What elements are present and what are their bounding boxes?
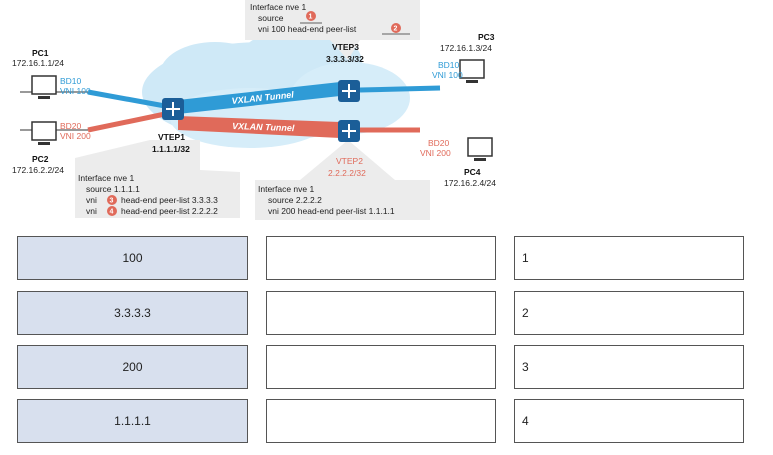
slot-number: 4: [522, 414, 529, 428]
drop-target-1[interactable]: [266, 236, 496, 280]
vtep2-config-line3: vni 200 head-end peer-list 1.1.1.1: [268, 206, 395, 216]
drop-target-2[interactable]: [266, 291, 496, 335]
option-1-1-1-1[interactable]: 1.1.1.1: [17, 399, 248, 443]
pc3-ip: 172.16.1.3/24: [440, 43, 492, 53]
vtep1-config-line4-a: vni: [86, 206, 97, 216]
slot-label-4: 4: [514, 399, 744, 443]
pc4-bd: BD20: [428, 138, 450, 148]
slot-number: 1: [522, 251, 529, 265]
pc3-bd: BD10: [438, 60, 460, 70]
tunnel-label-red: VXLAN Tunnel: [232, 121, 295, 133]
pc2-icon: [31, 121, 57, 145]
link-vtep3-pc3: [359, 85, 441, 93]
pc4-ip: 172.16.2.4/24: [444, 178, 496, 188]
pc1-ip: 172.16.1.1/24: [12, 58, 64, 68]
drop-target-3[interactable]: [266, 345, 496, 389]
vtep3-config-line3: vni 100 head-end peer-list: [258, 24, 357, 34]
badge-4: [107, 206, 117, 216]
pc2-vni: VNI 200: [60, 131, 91, 141]
vtep1-name: VTEP1: [158, 132, 185, 142]
callout-bg-vtep2: [255, 140, 430, 220]
option-100[interactable]: 100: [17, 236, 248, 280]
pc2-name: PC2: [32, 154, 49, 164]
vxlan-tunnel-red: [178, 116, 340, 138]
vtep2-name: VTEP2: [336, 156, 363, 166]
slot-number: 2: [522, 306, 529, 320]
vtep2-config-line2: source 2.2.2.2: [268, 195, 322, 205]
network-diagram: VXLAN Tunnel VXLAN Tunnel PC1 172.16.1.1…: [12, 0, 496, 220]
option-200[interactable]: 200: [17, 345, 248, 389]
vtep1-config-line1: Interface nve 1: [78, 173, 135, 183]
vtep1-config-line3-b: head-end peer-list 3.3.3.3: [121, 195, 218, 205]
pc1-name: PC1: [32, 48, 49, 58]
pc1-icon: [31, 75, 57, 99]
vxlan-tunnel-blue: [178, 82, 340, 114]
vtep3-config-line1: Interface nve 1: [250, 2, 307, 12]
badge-3: [107, 195, 117, 205]
vtep2-switch-icon: [338, 120, 360, 142]
pc4-icon: [467, 137, 493, 161]
pc2-bd: BD20: [60, 121, 82, 131]
callout-bg-vtep3: [245, 0, 420, 60]
badge-2-text: 2: [394, 26, 398, 33]
vtep1-config-line3-a: vni: [86, 195, 97, 205]
badge-3-text: 3: [110, 198, 114, 205]
badge-1: [306, 11, 316, 21]
pc3-name: PC3: [478, 32, 495, 42]
pc3-vni: VNI 100: [432, 70, 463, 80]
vtep2-ip: 2.2.2.2/32: [328, 168, 366, 178]
vtep3-config-line2: source: [258, 13, 284, 23]
slot-label-2: 2: [514, 291, 744, 335]
vtep1-switch-icon: [162, 98, 184, 120]
vtep1-config-line4-b: head-end peer-list 2.2.2.2: [121, 206, 218, 216]
pc1-vni: VNI 100: [60, 86, 91, 96]
pc4-vni: VNI 200: [420, 148, 451, 158]
vtep1-config-line2: source 1.1.1.1: [86, 184, 140, 194]
pc1-bd: BD10: [60, 76, 82, 86]
slot-label-1: 1: [514, 236, 744, 280]
pc2-ip: 172.16.2.2/24: [12, 165, 64, 175]
slot-number: 3: [522, 360, 529, 374]
link-pc2-vtep1: [87, 111, 166, 133]
badge-1-text: 1: [309, 14, 313, 21]
badge-4-text: 4: [110, 209, 114, 216]
link-pc1-vtep1: [87, 89, 166, 109]
vtep1-ip: 1.1.1.1/32: [152, 144, 190, 154]
pc3-icon: [459, 59, 485, 83]
drop-target-4[interactable]: [266, 399, 496, 443]
pc4-name: PC4: [464, 167, 481, 177]
slot-label-3: 3: [514, 345, 744, 389]
badge-2: [391, 23, 401, 33]
vtep3-name: VTEP3: [332, 42, 359, 52]
vtep2-config-line1: Interface nve 1: [258, 184, 315, 194]
option-3-3-3-3[interactable]: 3.3.3.3: [17, 291, 248, 335]
vtep3-ip: 3.3.3.3/32: [326, 54, 364, 64]
vtep3-switch-icon: [338, 80, 360, 102]
